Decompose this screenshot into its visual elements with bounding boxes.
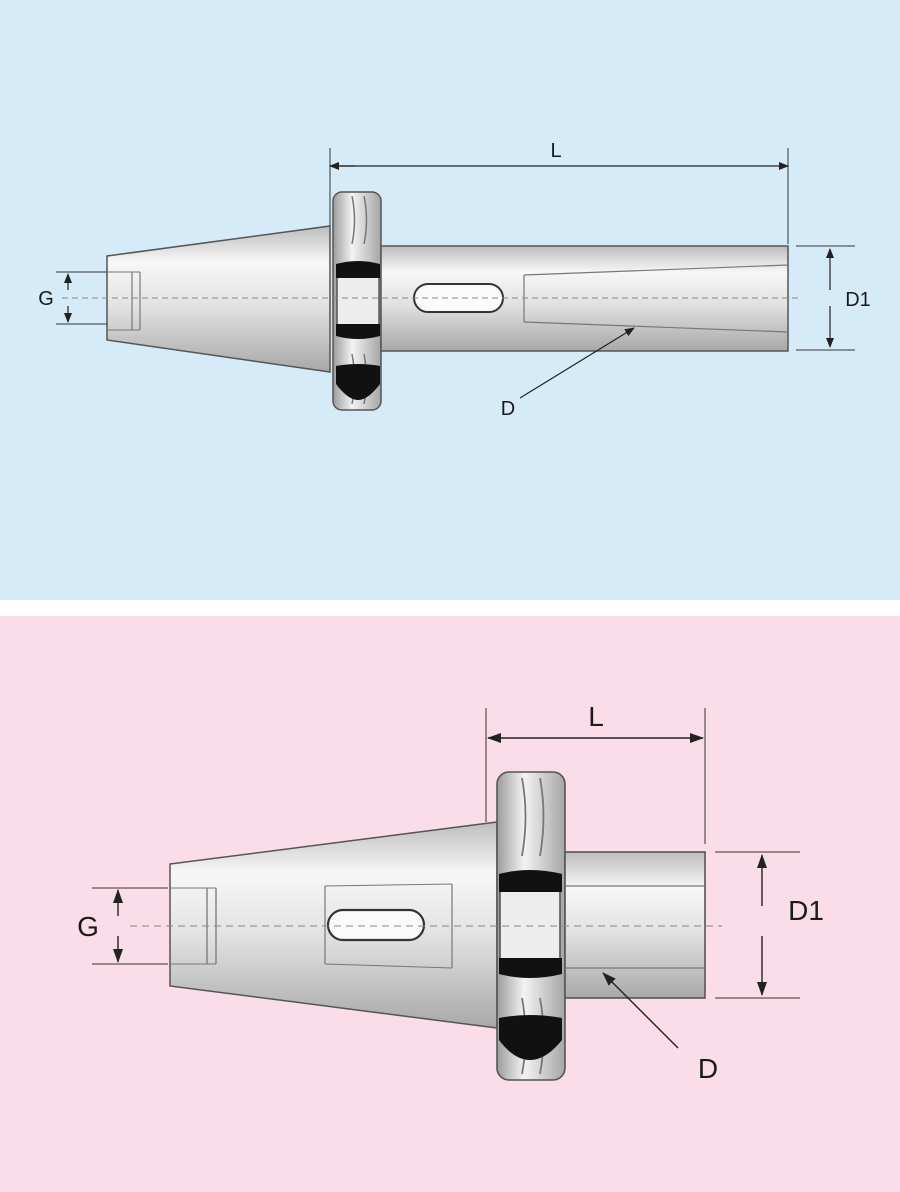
rubber-ring [336, 364, 380, 400]
shank-body [564, 851, 706, 999]
bore-label: G [38, 288, 54, 310]
taper-leader [519, 327, 635, 399]
tang-slot [326, 908, 426, 942]
inner-taper-line [523, 321, 789, 333]
taper-label: D [698, 1053, 718, 1084]
bottom-panel: L G D1 D [0, 616, 900, 1192]
length-label: L [588, 701, 604, 732]
drive-slot [336, 275, 380, 329]
taper-cone [106, 225, 331, 373]
inner-taper-line [523, 264, 789, 276]
bore-label: G [77, 911, 99, 942]
rubber-ring [336, 261, 380, 278]
taper-leader [602, 972, 679, 1049]
outer-label: D1 [788, 895, 824, 926]
top-diagram: L G D1 D [0, 0, 900, 600]
rubber-ring [336, 324, 380, 339]
outer-label: D1 [845, 289, 871, 311]
rubber-ring [499, 958, 562, 978]
rubber-ring [499, 870, 562, 892]
top-panel: L G D1 D [0, 0, 900, 600]
length-label: L [550, 140, 561, 162]
drive-slot [499, 883, 561, 967]
rubber-ring [499, 1015, 562, 1060]
flange [332, 191, 382, 411]
inner-step-line [324, 963, 453, 969]
inner-step-line [324, 883, 453, 887]
bottom-diagram: L G D1 D [0, 616, 900, 1192]
taper-label: D [501, 398, 515, 420]
